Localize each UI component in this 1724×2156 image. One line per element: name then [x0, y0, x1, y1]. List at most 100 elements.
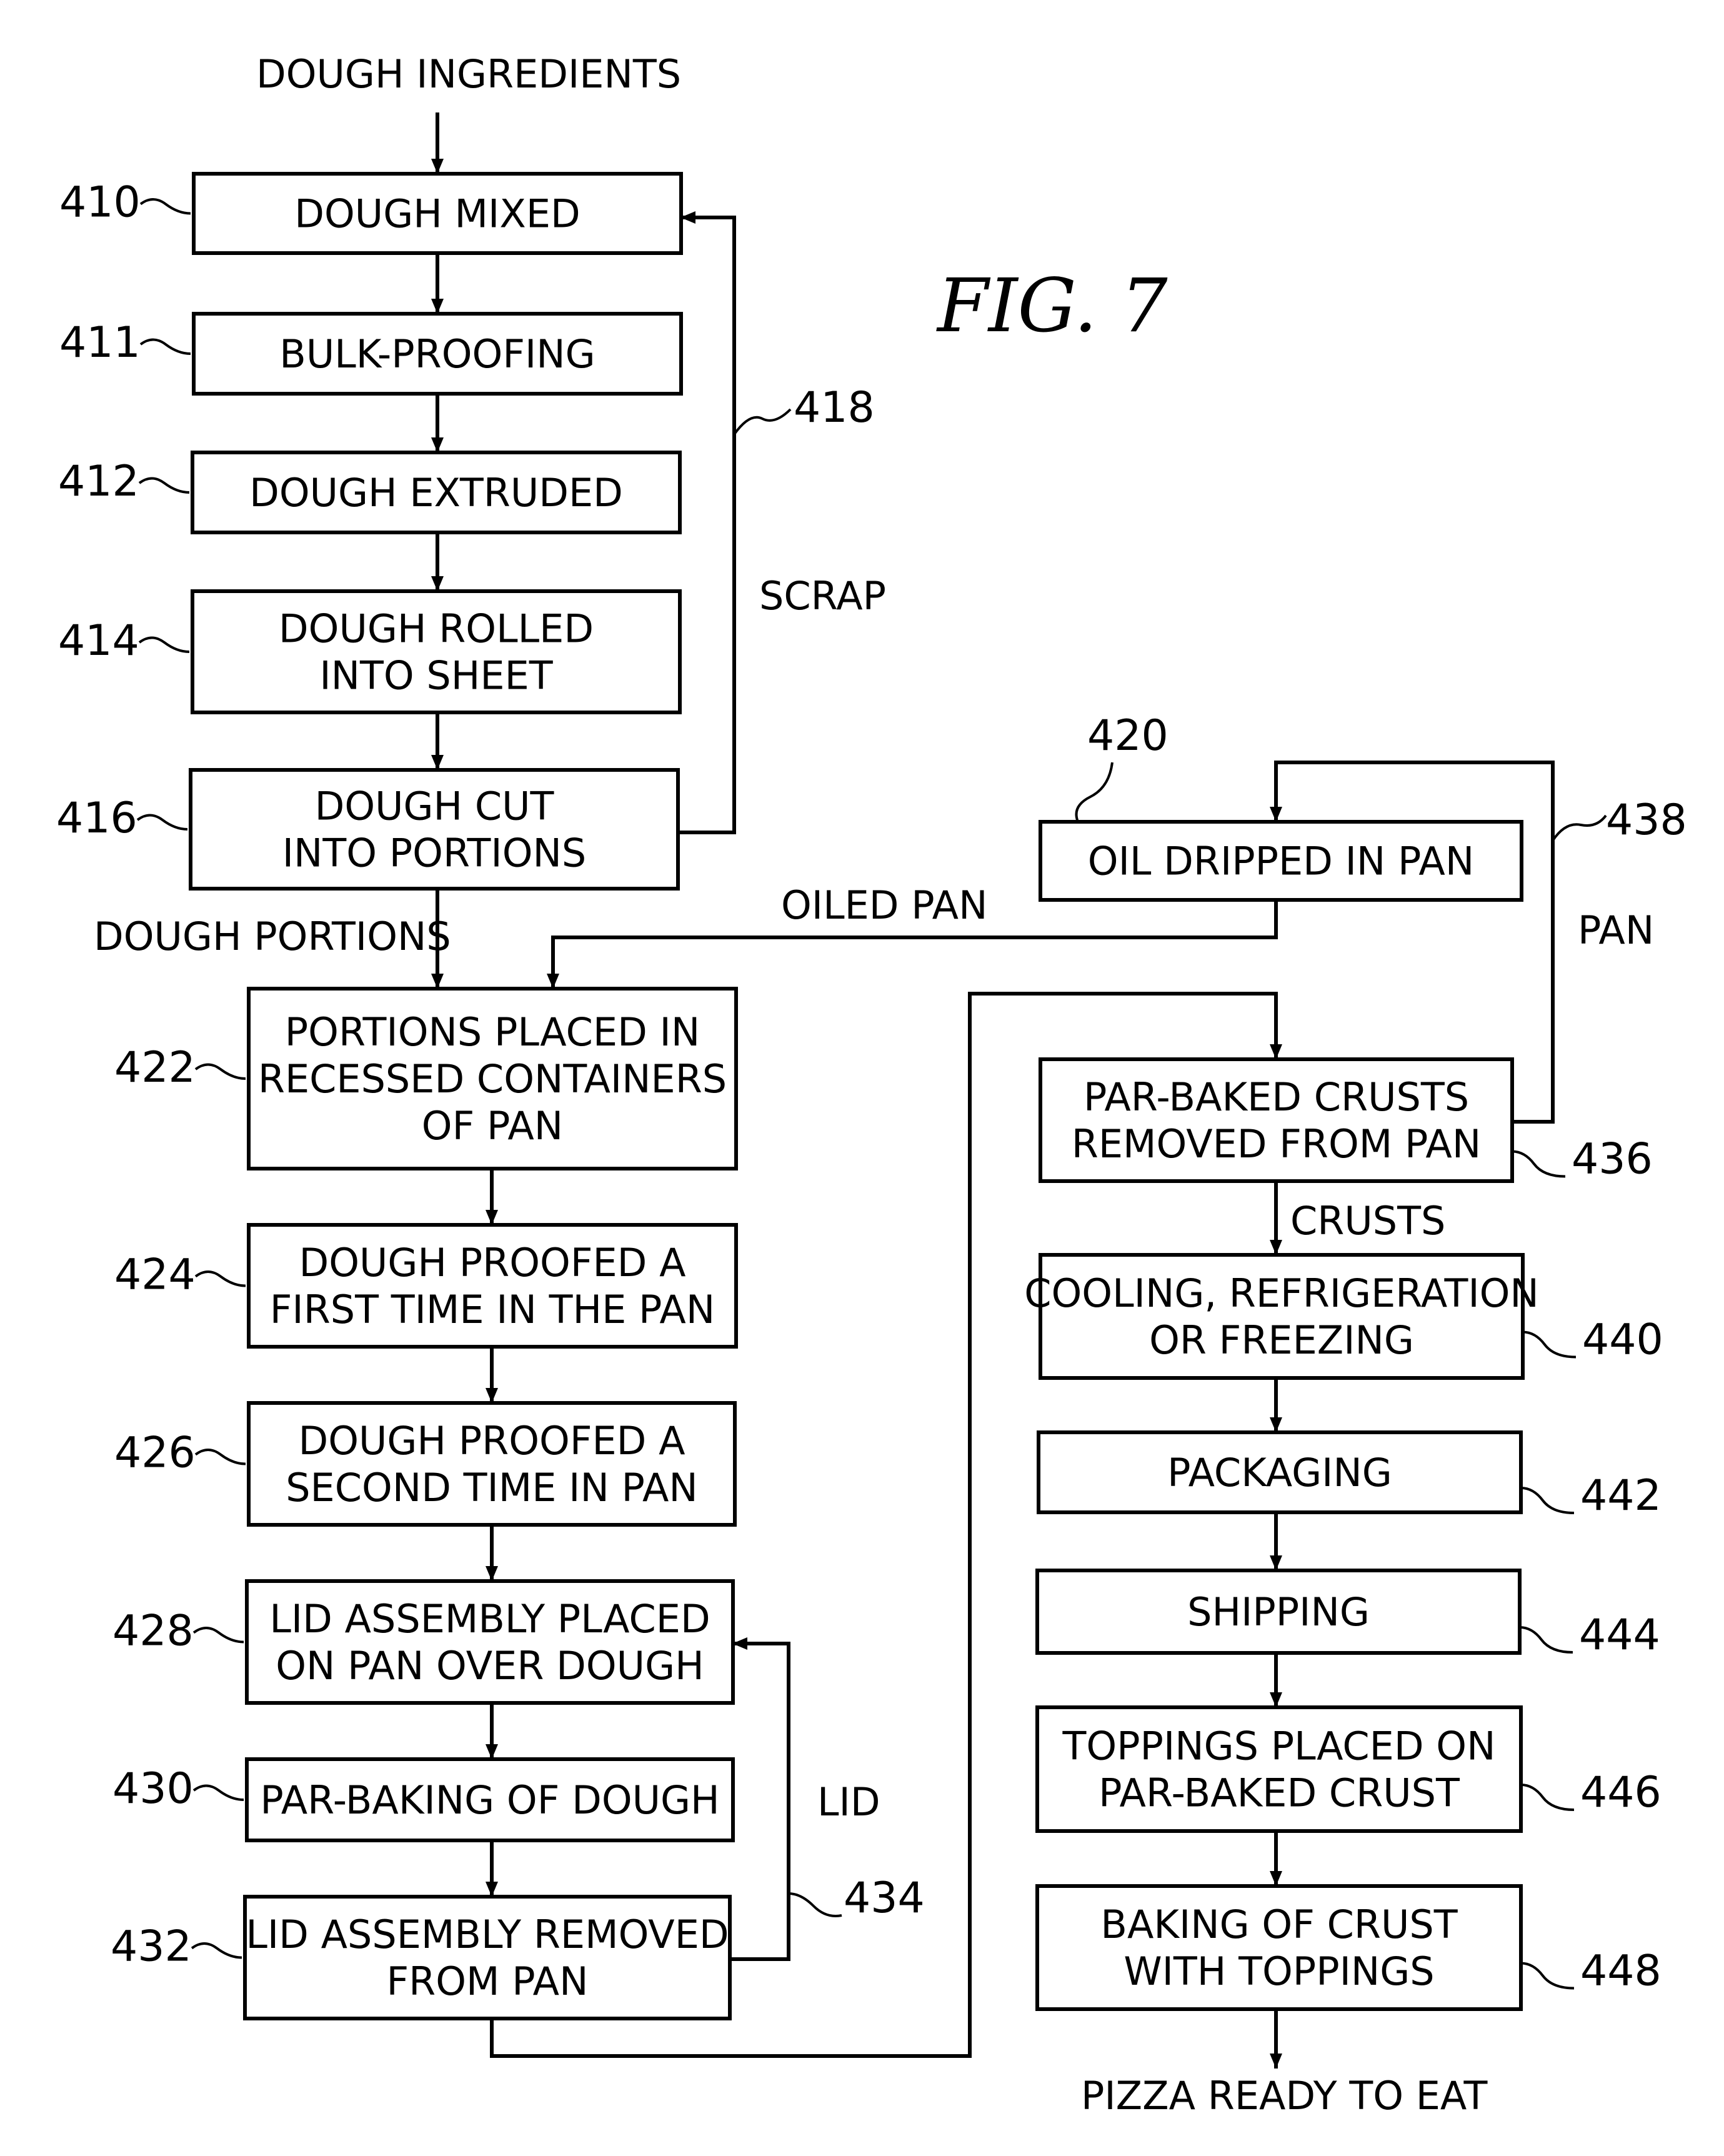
ref-numeral: 426: [114, 1429, 196, 1478]
ref-leader: [1077, 762, 1113, 822]
pizza-ready-label: PIZZA READY TO EAT: [1081, 2073, 1488, 2119]
step-box-430: PAR-BAKING OF DOUGH: [247, 1759, 733, 1840]
step-box-444: SHIPPING: [1037, 1570, 1520, 1653]
step-text: OF PAN: [422, 1103, 563, 1149]
step-text: DOUGH PROOFED A: [299, 1240, 685, 1285]
ref-numeral: 448: [1580, 1947, 1662, 1996]
ref-leader: [139, 638, 189, 652]
step-box-412: DOUGH EXTRUDED: [192, 452, 680, 532]
step-box-420: OIL DRIPPED IN PAN: [1040, 822, 1522, 900]
pan-label: PAN: [1578, 907, 1654, 953]
ref-numeral: 442: [1580, 1471, 1662, 1520]
figure-title: FIG. 7: [936, 262, 1168, 349]
ref-leader: [137, 816, 187, 830]
step-box-442: PACKAGING: [1039, 1432, 1521, 1512]
step-text: DOUGH PROOFED A: [298, 1418, 685, 1464]
ref-leader: [196, 1065, 246, 1079]
step-box-436: PAR-BAKED CRUSTSREMOVED FROM PAN: [1040, 1059, 1512, 1181]
step-box-426: DOUGH PROOFED ASECOND TIME IN PAN: [249, 1403, 735, 1525]
ref-leader: [141, 199, 191, 214]
step-box-448: BAKING OF CRUSTWITH TOPPINGS: [1037, 1886, 1521, 2009]
step-text: COOLING, REFRIGERATION: [1024, 1270, 1539, 1316]
oiled-pan-label: OILED PAN: [781, 882, 987, 928]
step-box-416: DOUGH CUTINTO PORTIONS: [191, 770, 678, 889]
step-text: DOUGH EXTRUDED: [249, 470, 623, 516]
step-text: REMOVED FROM PAN: [1072, 1121, 1481, 1167]
scrap-loop-418: [678, 217, 734, 832]
step-box-422: PORTIONS PLACED INRECESSED CONTAINERSOF …: [249, 989, 736, 1169]
loop-ref-leader: [789, 1894, 842, 1916]
loop-ref-leader: [1553, 816, 1606, 841]
loop-ref-numeral: 438: [1606, 796, 1687, 845]
lid-loop-434: [730, 1644, 789, 1959]
step-text: WITH TOPPINGS: [1124, 1949, 1434, 1994]
step-text: PACKAGING: [1167, 1450, 1392, 1495]
step-text: SHIPPING: [1187, 1589, 1370, 1635]
step-box-446: TOPPINGS PLACED ONPAR-BAKED CRUST: [1037, 1707, 1521, 1831]
step-box-432: LID ASSEMBLY REMOVEDFROM PAN: [245, 1897, 730, 2019]
dough-ingredients-label: DOUGH INGREDIENTS: [256, 51, 681, 97]
step-box-440: COOLING, REFRIGERATIONOR FREEZING: [1024, 1255, 1539, 1378]
step-text: PAR-BAKED CRUSTS: [1084, 1074, 1469, 1120]
step-box-410: DOUGH MIXED: [194, 174, 681, 253]
ref-numeral: 444: [1579, 1610, 1660, 1660]
step-text: TOPPINGS PLACED ON: [1062, 1724, 1496, 1769]
ref-leader: [141, 340, 191, 354]
ref-numeral: 446: [1580, 1768, 1662, 1817]
ref-numeral: 440: [1582, 1315, 1663, 1365]
step-box-414: DOUGH ROLLEDINTO SHEET: [192, 591, 680, 712]
ref-leader: [192, 1944, 242, 1958]
step-text: PORTIONS PLACED IN: [285, 1009, 700, 1055]
step-text: DOUGH CUT: [315, 784, 555, 829]
ref-numeral: 411: [59, 318, 141, 367]
step-text: PAR-BAKED CRUST: [1099, 1770, 1460, 1816]
step-text: DOUGH MIXED: [294, 191, 580, 237]
step-text: RECESSED CONTAINERS: [258, 1056, 727, 1102]
ref-leader: [196, 1450, 246, 1464]
ref-numeral: 436: [1572, 1135, 1653, 1184]
dough-portions-label: DOUGH PORTIONS: [94, 914, 451, 959]
step-text: BULK-PROOFING: [279, 331, 595, 377]
loop-ref-numeral: 418: [794, 383, 875, 432]
ref-numeral: 424: [114, 1250, 196, 1300]
step-text: LID ASSEMBLY PLACED: [269, 1596, 710, 1642]
ref-leader: [1512, 1152, 1565, 1177]
ref-numeral: 410: [59, 178, 141, 227]
step-box-424: DOUGH PROOFED AFIRST TIME IN THE PAN: [249, 1225, 736, 1347]
step-text: INTO PORTIONS: [282, 831, 587, 876]
step-text: FIRST TIME IN THE PAN: [270, 1287, 715, 1332]
ref-leader: [1520, 1627, 1573, 1652]
ref-numeral: 416: [56, 794, 137, 843]
step-text: INTO SHEET: [319, 653, 553, 699]
crusts-label: CRUSTS: [1290, 1198, 1445, 1244]
step-text: OR FREEZING: [1149, 1317, 1414, 1363]
ref-leader: [1521, 1488, 1574, 1513]
ref-numeral: 420: [1087, 711, 1168, 761]
ref-leader: [1521, 1964, 1574, 1989]
step-box-411: BULK-PROOFING: [194, 314, 681, 394]
process-steps: DOUGH MIXED BULK-PROOFING DOUGH EXTRUDED DO…: [191, 174, 1539, 2019]
ref-leader: [196, 1272, 246, 1286]
step-text: FROM PAN: [387, 1959, 589, 2004]
step-text: OIL DRIPPED IN PAN: [1088, 839, 1474, 884]
step-text: PAR-BAKING OF DOUGH: [260, 1777, 719, 1823]
lid-label: LID: [817, 1779, 880, 1825]
ref-leader: [139, 479, 189, 493]
ref-leader: [1521, 1785, 1574, 1810]
scrap-label: SCRAP: [759, 573, 886, 619]
ref-leader: [194, 1786, 244, 1800]
ref-numeral: 412: [58, 457, 139, 506]
ref-numeral: 430: [112, 1764, 194, 1814]
ref-numeral: 414: [58, 616, 139, 666]
ref-leader: [194, 1628, 244, 1642]
ref-numeral: 432: [111, 1922, 192, 1972]
ref-leader: [1523, 1332, 1576, 1357]
step-text: DOUGH ROLLED: [279, 606, 594, 652]
step-text: SECOND TIME IN PAN: [286, 1465, 698, 1510]
ref-numeral: 422: [114, 1043, 196, 1092]
ref-numeral: 428: [112, 1607, 194, 1656]
step-text: ON PAN OVER DOUGH: [276, 1643, 704, 1689]
step-text: LID ASSEMBLY REMOVED: [246, 1912, 729, 1957]
step-text: BAKING OF CRUST: [1100, 1902, 1458, 1947]
